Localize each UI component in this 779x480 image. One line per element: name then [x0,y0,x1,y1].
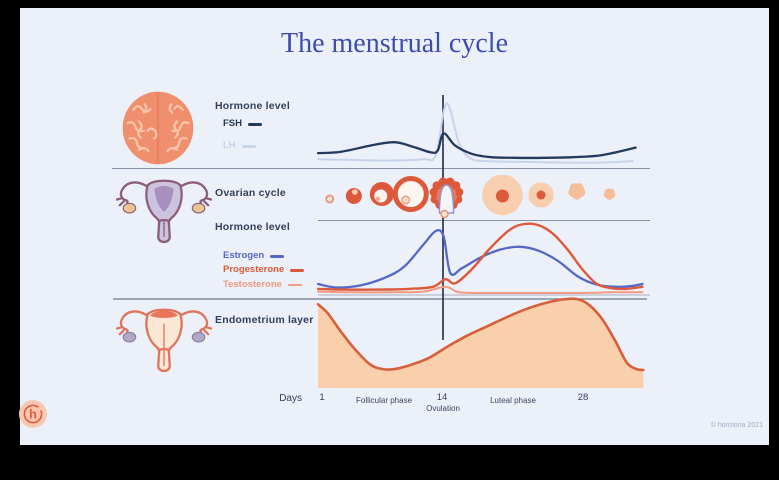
day-tick-1: 1 [319,392,325,403]
ovary-left [122,331,137,343]
uterus-ovarian-icon [116,179,212,244]
legend-fsh-label: FSH [223,118,242,129]
ovary-right [191,202,206,214]
mature-follicle-icon [392,176,429,212]
fsh-curve [316,132,637,160]
endometrium-area [318,298,644,388]
days-axis-label: Days [279,393,302,404]
ovarian-cycle-label: Ovarian cycle [215,187,286,199]
ovulation-label: Ovulation [426,404,460,413]
uterus-endometrium-icon [116,308,212,373]
hormona-logo: h [19,400,47,428]
legend-lh: LH [223,140,256,152]
ovary-right [191,331,206,343]
corpus-albicans-late-icon [603,188,616,200]
lh-curve [317,102,634,164]
secondary-follicle-icon [369,182,394,206]
legend-estrogen: Estrogen [223,250,285,262]
day-tick-28: 28 [577,392,589,403]
copyright: © hormona 2021 [710,422,763,429]
corpus-luteum-icon [528,182,554,208]
day-tick-14: 14 [436,392,448,403]
corpus-albicans-icon [568,183,586,200]
ovary-left [122,202,137,214]
ovulation-follicle-rupture-icon [429,177,464,219]
legend-testosterone: Testosterone [223,278,302,291]
legend-progesterone: Progesterone [223,264,305,276]
brain-icon [122,91,194,165]
page-title: The menstrual cycle [280,28,508,59]
pituitary-hormone-level-label: Hormone level [215,100,290,112]
legend-fsh-dash [248,123,262,126]
legend-testosterone-label: Testosterone [223,278,282,290]
legend-lh-label: LH [223,140,236,151]
progesterone-curve [316,222,644,291]
legend-progesterone-dash [290,269,305,272]
legend-testosterone-dash [287,283,302,287]
testosterone-curve [317,285,644,295]
cycle-chart [112,95,650,388]
luteal-phase-label: Luteal phase [490,396,536,405]
legend-progesterone-label: Progesterone [223,264,285,275]
corpus-luteum-early-icon [482,174,523,216]
primary-follicle-icon [345,188,362,204]
endometrium-curve [316,297,645,372]
legend-lh-dash [241,145,256,148]
endometrium-lining [150,310,178,318]
follicular-phase-label: Follicular phase [355,396,413,405]
slide: The menstrual cycle [19,8,769,445]
legend-estrogen-dash [270,255,285,258]
logo-ring [23,404,43,424]
legend-fsh: FSH [223,118,262,130]
endometrium-layer-label: Endometrium layer [215,314,314,326]
logo-letter: h [29,407,37,422]
ovarian-hormone-level-label: Hormone level [215,221,290,233]
primordial-follicle-icon [325,194,335,204]
legend-estrogen-label: Estrogen [223,250,265,261]
